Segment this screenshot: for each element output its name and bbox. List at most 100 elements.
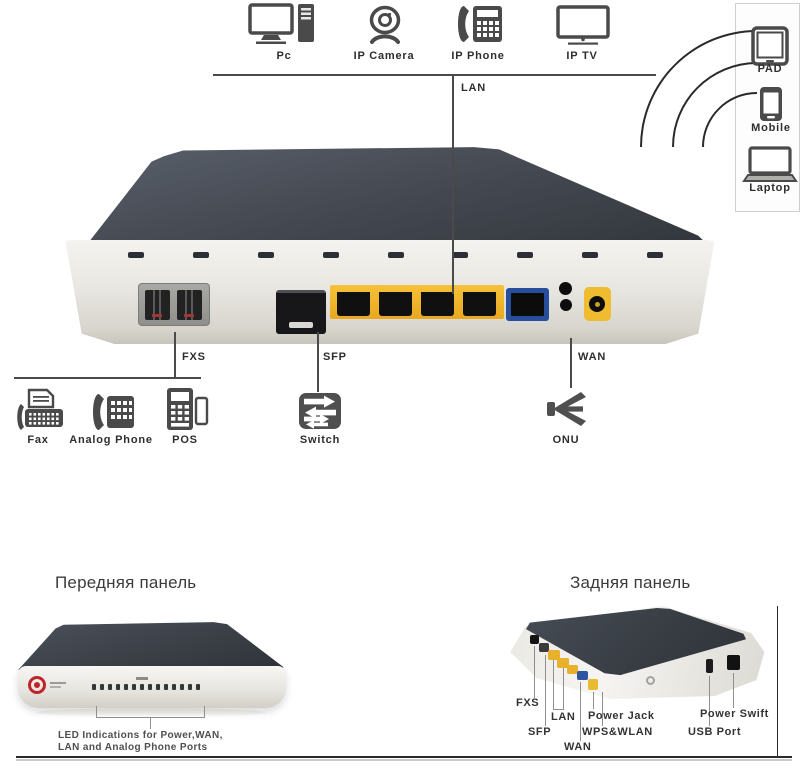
- led-indicator: [108, 684, 112, 690]
- back-power-switch-label: Power Swift: [700, 708, 769, 720]
- ip-tv-label: IP TV: [566, 50, 598, 62]
- led-caption-line1: LED Indications for Power,WAN,: [58, 730, 223, 741]
- panel-marking: [136, 677, 148, 680]
- pos-label: POS: [172, 434, 198, 446]
- ip-phone-icon: [452, 4, 504, 49]
- fxs-label: FXS: [182, 351, 206, 363]
- analog-phone-icon: [88, 392, 136, 437]
- led-indicator: [180, 684, 184, 690]
- bracket-right: [204, 706, 205, 718]
- lan-port-2: [379, 292, 412, 316]
- led-indicator: [148, 684, 152, 690]
- back-wan-label: WAN: [564, 741, 592, 753]
- led-indicator: [140, 684, 144, 690]
- fxs-bus-line: [14, 377, 201, 379]
- onu-label: ONU: [552, 434, 580, 446]
- back-usb-port: [706, 659, 713, 673]
- sfp-port: [276, 290, 326, 334]
- ip-camera-icon: [362, 5, 408, 50]
- fxs-port-1: [145, 290, 170, 320]
- fxs-ports: [138, 283, 210, 326]
- bracket-stem: [150, 717, 151, 729]
- back-lan-port-3: [567, 665, 578, 674]
- back-usb-pointer: [709, 676, 710, 726]
- vent: [193, 252, 209, 258]
- led-indicator: [124, 684, 128, 690]
- back-lan-pointer-1: [553, 660, 554, 710]
- analog-phone-label: Analog Phone: [69, 434, 153, 446]
- pos-icon: [161, 386, 211, 437]
- back-power-switch: [727, 655, 740, 670]
- led-indicator: [132, 684, 136, 690]
- ip-phone-label: IP Phone: [451, 50, 505, 62]
- back-wan-port: [577, 671, 588, 680]
- back-usb-port-label: USB Port: [688, 726, 742, 738]
- led-caption-line2: LAN and Analog Phone Ports: [58, 742, 208, 753]
- lan-drop-line: [452, 74, 454, 294]
- front-panel-top-cover: [18, 622, 284, 674]
- back-lan-pointer-2: [563, 668, 564, 710]
- vent: [582, 252, 598, 258]
- lan-port-1: [337, 292, 370, 316]
- brand-text: [50, 682, 66, 684]
- vent: [647, 252, 663, 258]
- back-power-jack: [588, 679, 598, 690]
- fxs-drop-line: [174, 332, 176, 378]
- back-fxs-pointer: [534, 646, 535, 698]
- wan-label: WAN: [578, 351, 607, 363]
- sfp-drop-line: [317, 332, 319, 392]
- led-indicator: [164, 684, 168, 690]
- frame-bottom-border: [16, 756, 792, 758]
- frame-right-border: [777, 606, 778, 758]
- front-panel-shadow: [36, 708, 266, 717]
- switch-icon: [298, 392, 342, 435]
- back-sfp-pointer: [545, 655, 546, 726]
- fxs-port-2: [177, 290, 202, 320]
- fax-label: Fax: [27, 434, 49, 446]
- back-power-jack-label: Power Jack: [588, 710, 655, 722]
- vent: [258, 252, 274, 258]
- vent: [323, 252, 339, 258]
- wan-drop-line: [570, 338, 572, 388]
- bracket-left: [96, 706, 97, 718]
- back-power-switch-pointer: [733, 673, 734, 708]
- vent: [517, 252, 533, 258]
- onu-icon: [543, 388, 589, 435]
- wps-button: [560, 299, 572, 311]
- led-indicator: [156, 684, 160, 690]
- led-indicator: [100, 684, 104, 690]
- pad-label: PAD: [757, 63, 783, 75]
- ip-camera-label: IP Camera: [353, 50, 415, 62]
- back-wps-wlan-label: WPS&WLAN: [582, 726, 653, 738]
- back-lan-port-1: [548, 650, 560, 660]
- lan-ports: [330, 285, 504, 319]
- lan-port-4: [463, 292, 496, 316]
- brand-logo: [28, 676, 46, 694]
- back-wan-pointer: [580, 682, 581, 741]
- lan-port-3: [421, 292, 454, 316]
- back-lan-pointer-join: [553, 709, 564, 710]
- switch-label: Switch: [299, 434, 341, 446]
- fax-icon: [15, 388, 65, 437]
- front-panel-face: [18, 666, 286, 708]
- vent: [388, 252, 404, 258]
- led-indicator: [116, 684, 120, 690]
- back-fxs-label: FXS: [516, 697, 540, 709]
- vent: [128, 252, 144, 258]
- led-indicator: [188, 684, 192, 690]
- tablet-icon: [751, 26, 789, 71]
- back-logo-mark: [646, 676, 655, 685]
- power-jack-port: [584, 287, 611, 321]
- lan-bus-line: [213, 74, 656, 76]
- ip-tv-icon: [556, 5, 610, 50]
- mobile-icon: [758, 86, 784, 127]
- pc-icon: [248, 3, 318, 50]
- back-lan-label: LAN: [551, 711, 576, 723]
- back-fxs-port: [530, 635, 539, 644]
- wan-port: [506, 288, 549, 321]
- reset-button: [559, 282, 572, 295]
- back-panel-title: Задняя панель: [570, 573, 691, 592]
- front-panel-title: Передняя панель: [55, 573, 197, 592]
- sfp-label: SFP: [323, 351, 347, 363]
